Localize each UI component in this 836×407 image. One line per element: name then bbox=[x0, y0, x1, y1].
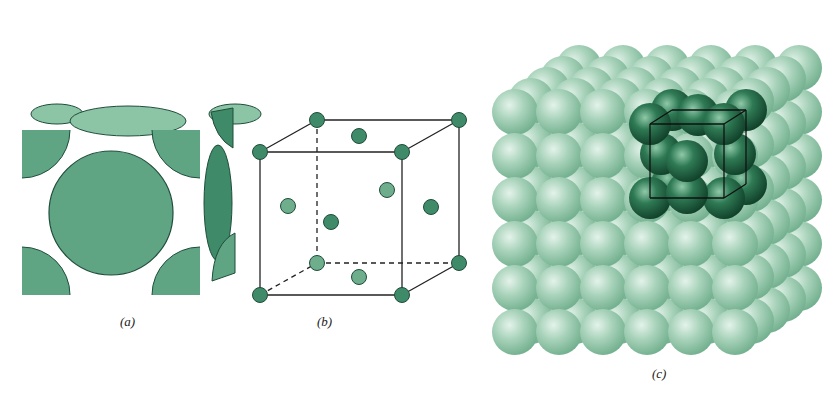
atom-sphere bbox=[492, 221, 538, 267]
atom-sphere bbox=[536, 89, 582, 135]
hard-sphere-unit-cell bbox=[0, 82, 261, 343]
reduced-sphere-unit-cell bbox=[253, 113, 467, 303]
atom-center bbox=[380, 183, 395, 198]
atom-sphere bbox=[536, 309, 582, 355]
cell-edge bbox=[402, 263, 459, 295]
atom-sphere bbox=[668, 265, 714, 311]
atom-sphere bbox=[580, 221, 626, 267]
cell-edge bbox=[260, 294, 402, 295]
corner-atom-piece bbox=[152, 130, 200, 178]
atom-sphere bbox=[668, 221, 714, 267]
cell-edge bbox=[402, 120, 459, 152]
atom-center bbox=[253, 145, 268, 160]
atom-center bbox=[281, 199, 296, 214]
corner-atom-piece bbox=[212, 233, 235, 281]
atom-sphere bbox=[580, 89, 626, 135]
atom-sphere bbox=[580, 309, 626, 355]
atom-center bbox=[452, 256, 467, 271]
unit-cell-atom bbox=[666, 140, 708, 182]
cell-edge bbox=[316, 120, 317, 263]
atom-sphere bbox=[492, 309, 538, 355]
atom-center bbox=[352, 129, 367, 144]
atom-sphere bbox=[712, 221, 758, 267]
cell-edge bbox=[649, 124, 650, 198]
atom-sphere bbox=[492, 177, 538, 223]
cell-edge bbox=[650, 110, 672, 124]
cell-edge bbox=[401, 152, 402, 295]
cell-edge bbox=[260, 120, 317, 152]
atom-aggregate bbox=[492, 45, 822, 355]
atom-sphere bbox=[536, 221, 582, 267]
atom-sphere bbox=[712, 309, 758, 355]
atom-sphere bbox=[536, 177, 582, 223]
atom-sphere bbox=[536, 133, 582, 179]
atom-sphere bbox=[624, 177, 670, 223]
atom-sphere bbox=[492, 133, 538, 179]
face-atom bbox=[49, 151, 173, 275]
atom-sphere bbox=[624, 309, 670, 355]
atom-center bbox=[452, 113, 467, 128]
figure-label: (a) bbox=[120, 314, 135, 330]
cell-edge bbox=[745, 110, 746, 184]
atom-sphere bbox=[580, 133, 626, 179]
corner-atom-piece bbox=[22, 130, 70, 178]
cell-edge bbox=[259, 152, 260, 295]
cell-edge bbox=[724, 184, 746, 198]
cell-edge bbox=[458, 120, 459, 263]
atom-sphere bbox=[492, 89, 538, 135]
atom-center bbox=[352, 270, 367, 285]
atom-center bbox=[324, 215, 339, 230]
atom-center bbox=[310, 113, 325, 128]
figure-label: (c) bbox=[652, 366, 666, 382]
atom-sphere bbox=[712, 265, 758, 311]
atom-center bbox=[310, 256, 325, 271]
cell-edge bbox=[650, 197, 724, 198]
atom-center bbox=[395, 145, 410, 160]
corner-atom-piece bbox=[22, 247, 70, 295]
corner-atom-piece bbox=[152, 247, 200, 295]
atom-sphere bbox=[624, 265, 670, 311]
cell-edge bbox=[260, 151, 402, 152]
cell-edge bbox=[672, 109, 746, 110]
cell-edge bbox=[650, 123, 724, 124]
cell-edge bbox=[724, 110, 746, 124]
atom-center bbox=[424, 200, 439, 215]
atom-sphere bbox=[580, 177, 626, 223]
cell-edge bbox=[317, 119, 459, 120]
atom-sphere bbox=[580, 265, 626, 311]
cell-edge bbox=[723, 124, 724, 198]
atom-sphere bbox=[668, 309, 714, 355]
atom-sphere bbox=[536, 265, 582, 311]
corner-atom-piece bbox=[211, 108, 233, 148]
cell-edge bbox=[317, 262, 459, 263]
cell-edge bbox=[260, 263, 317, 295]
front-face bbox=[22, 130, 200, 295]
atom-sphere bbox=[624, 221, 670, 267]
atom-center bbox=[253, 288, 268, 303]
unit-cell-outline bbox=[650, 110, 746, 198]
figure-label: (b) bbox=[317, 314, 332, 330]
atom-center bbox=[395, 288, 410, 303]
atom-sphere bbox=[492, 265, 538, 311]
